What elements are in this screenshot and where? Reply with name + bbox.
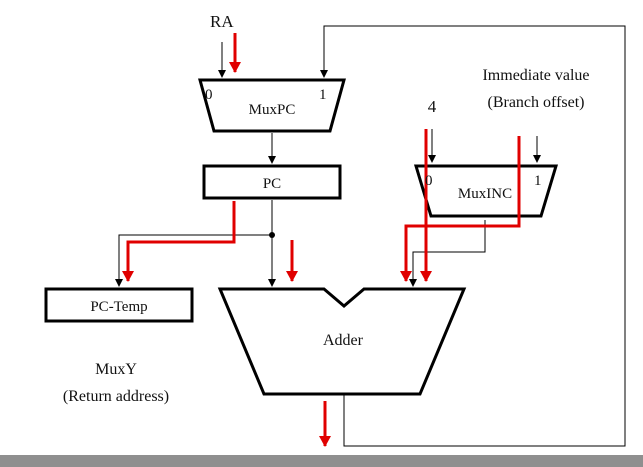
four-label: 4 (428, 97, 437, 116)
pc-label: PC (263, 176, 281, 192)
pc-temp-label: PC-Temp (90, 299, 147, 315)
highlight-immediate-path (400, 136, 521, 282)
branch-offset-label: (Branch offset) (488, 94, 585, 111)
muxinc-input0-label: 0 (425, 173, 433, 189)
wire-pc-to-pctemp (115, 234, 272, 287)
muxpc-label: MuxPC (249, 102, 296, 118)
muxpc-input0-label: 0 (205, 87, 213, 103)
wire-muxinc-to-adder (409, 220, 486, 287)
muxpc-block (198, 78, 346, 133)
pc-register (202, 164, 342, 200)
muxinc-label: MuxINC (458, 186, 512, 202)
pc-temp-register (44, 287, 194, 323)
muxinc-input1-label: 1 (534, 173, 542, 189)
bottom-bar (0, 455, 643, 467)
muxy-label: MuxY (95, 361, 137, 378)
adder-block (217, 287, 467, 396)
return-address-label: (Return address) (63, 388, 169, 405)
ra-label: RA (210, 12, 234, 31)
highlight-pc-to-pctemp (122, 201, 236, 282)
datapath-diagram: RA 0 1 MuxPC PC 4 Immediate value (Branc… (44, 12, 626, 447)
adder-label: Adder (323, 332, 364, 349)
immediate-value-label: Immediate value (482, 67, 589, 84)
muxpc-input1-label: 1 (319, 87, 327, 103)
wire-adder-feedback (320, 25, 626, 447)
junction-dot (269, 232, 275, 238)
